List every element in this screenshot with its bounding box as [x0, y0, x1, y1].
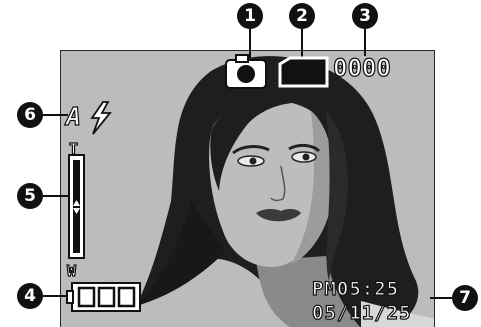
- callout-7: 7: [452, 285, 478, 311]
- date-display: 05/11/25: [312, 302, 412, 324]
- callout-5: 5: [17, 183, 43, 209]
- zoom-tele-label: T: [69, 140, 79, 158]
- callout-3: 3: [352, 3, 378, 29]
- time-display: PM05:25: [312, 278, 399, 300]
- callout-4: 4: [17, 283, 43, 309]
- frame-counter: 0000: [333, 54, 391, 82]
- callout-1: 1: [237, 3, 263, 29]
- callout-2: 2: [289, 3, 315, 29]
- zoom-wide-label: W: [67, 262, 77, 280]
- callout-6: 6: [17, 102, 43, 128]
- flash-mode-label: A: [66, 102, 82, 131]
